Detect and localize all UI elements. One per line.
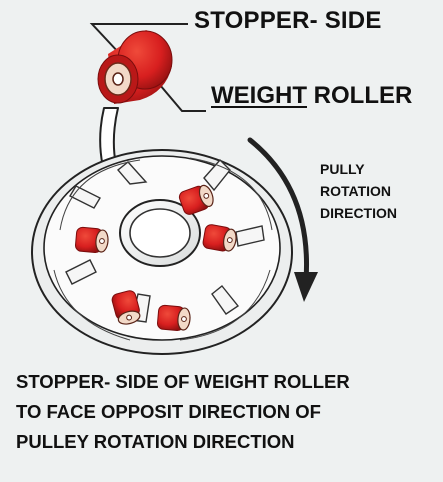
weight-roller-leader — [159, 84, 206, 112]
roller-bottom-right — [157, 304, 191, 332]
weight-roller-large — [97, 30, 173, 104]
roller-top — [178, 184, 214, 215]
roller-left — [75, 226, 109, 254]
roller-word: ROLLER — [313, 82, 413, 109]
installed-rollers — [75, 184, 237, 332]
instruction-line-1: STOPPER- SIDE OF WEIGHT ROLLER — [16, 371, 350, 392]
weight-word: WEIGHT — [211, 82, 307, 109]
stopper-side-label: STOPPER- SIDE — [194, 7, 382, 34]
roller-right — [202, 224, 237, 252]
rotation-arrow — [247, 137, 318, 302]
weight-roller-label: WEIGHT ROLLER — [211, 84, 412, 108]
rotation-label-line-3: DIRECTION — [320, 205, 397, 221]
stopper-side-leader — [89, 23, 188, 55]
rotation-label-line-1: PULLY — [320, 161, 365, 177]
instruction-line-3: PULLEY ROTATION DIRECTION — [16, 431, 295, 452]
variator-pulley — [31, 149, 293, 355]
roller-bottom-left — [111, 290, 141, 325]
rotation-label-line-2: ROTATION — [320, 183, 392, 199]
instruction-line-2: TO FACE OPPOSIT DIRECTION OF — [16, 401, 321, 422]
